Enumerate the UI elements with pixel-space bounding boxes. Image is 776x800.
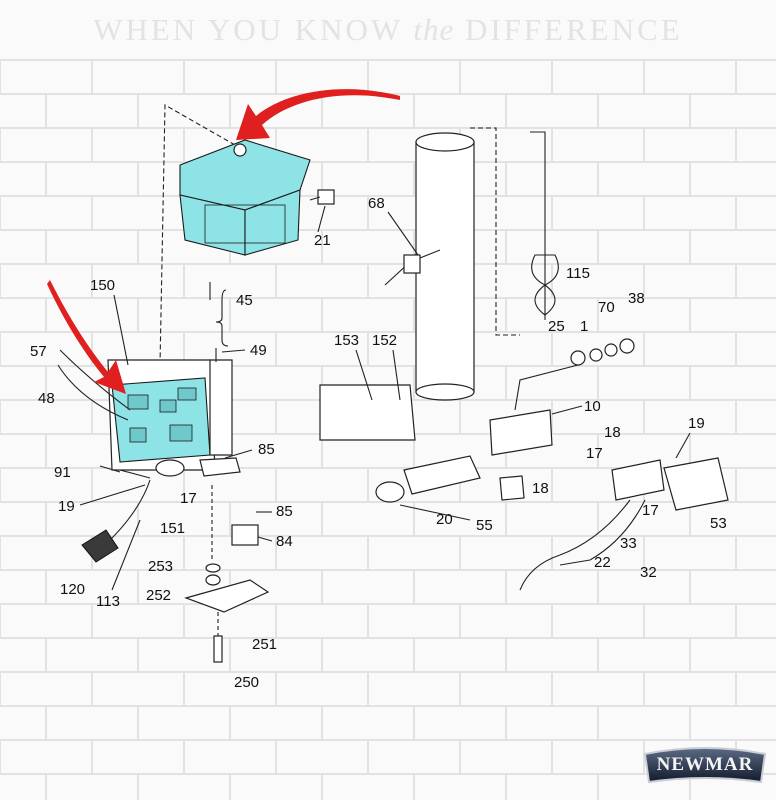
callout-18-lower: 18 xyxy=(532,480,549,497)
callout-85-lower: 85 xyxy=(276,503,293,520)
callout-19-right: 19 xyxy=(688,415,705,432)
callout-84: 84 xyxy=(276,533,293,550)
callout-48: 48 xyxy=(38,390,55,407)
switch-part[interactable] xyxy=(199,457,241,477)
callout-70: 70 xyxy=(598,299,615,316)
callout-10: 10 xyxy=(584,398,601,415)
callout-1: 1 xyxy=(580,318,588,335)
fitting-1[interactable] xyxy=(589,348,603,362)
callout-91: 91 xyxy=(54,464,71,481)
callout-253: 253 xyxy=(148,558,173,575)
callout-113: 113 xyxy=(96,593,120,610)
burner-cover-53[interactable] xyxy=(663,457,729,511)
callout-53: 53 xyxy=(710,515,727,532)
callout-17-right: 17 xyxy=(586,445,603,462)
callout-38: 38 xyxy=(628,290,645,307)
bolt-part[interactable] xyxy=(213,635,223,663)
grommet-part[interactable] xyxy=(155,459,185,477)
callout-252: 252 xyxy=(146,587,171,604)
bracket-55[interactable] xyxy=(499,475,525,501)
callout-32: 32 xyxy=(640,564,657,581)
fitting-38[interactable] xyxy=(619,338,635,354)
bottom-bracket[interactable] xyxy=(184,579,270,613)
wire-lead xyxy=(59,349,131,411)
callout-85: 85 xyxy=(258,441,275,458)
power-plug[interactable] xyxy=(81,529,119,563)
callout-250: 250 xyxy=(234,674,259,691)
control-circuit-board[interactable] xyxy=(111,377,211,463)
callout-57: 57 xyxy=(30,343,47,360)
main-gas-valve[interactable] xyxy=(489,409,553,456)
callout-115: 115 xyxy=(566,265,590,282)
water-heater-tank[interactable] xyxy=(415,132,475,401)
relay-part[interactable] xyxy=(231,524,259,546)
logo-text: NEWMAR xyxy=(656,754,754,775)
mounting-bracket xyxy=(209,359,233,456)
slogan-part-1: WHEN YOU KNOW xyxy=(93,12,414,47)
callout-33: 33 xyxy=(620,535,637,552)
callout-19: 19 xyxy=(58,498,75,515)
red-arrow-board xyxy=(47,280,126,394)
cover-dashed-leader xyxy=(159,104,236,366)
thermostat-probe[interactable] xyxy=(403,254,421,274)
callout-25: 25 xyxy=(548,318,565,335)
callout-120: 120 xyxy=(60,581,85,598)
control-board-cover[interactable] xyxy=(179,139,311,256)
callout-55: 55 xyxy=(476,517,493,534)
callout-22: 22 xyxy=(594,554,611,571)
anode-rod[interactable] xyxy=(530,131,546,320)
nut-part[interactable] xyxy=(205,574,221,586)
screw-part[interactable] xyxy=(309,189,335,205)
callout-152: 152 xyxy=(372,332,397,349)
slogan-part-2: DIFFERENCE xyxy=(454,12,683,47)
callout-151: 151 xyxy=(160,520,185,537)
burner-mount[interactable] xyxy=(611,459,665,501)
callout-17: 17 xyxy=(180,490,197,507)
washer-part[interactable] xyxy=(205,563,221,573)
callout-153: 153 xyxy=(334,332,359,349)
slogan-banner: WHEN YOU KNOW the DIFFERENCE xyxy=(0,12,776,48)
burner-bracket[interactable] xyxy=(319,384,416,441)
callout-45: 45 xyxy=(236,292,253,309)
newmar-logo: NEWMAR xyxy=(641,744,769,788)
callout-68: 68 xyxy=(368,195,385,212)
callout-251: 251 xyxy=(252,636,277,653)
callout-49: 49 xyxy=(250,342,267,359)
callout-17-far: 17 xyxy=(642,502,659,519)
callout-18: 18 xyxy=(604,424,621,441)
gas-valve-20[interactable] xyxy=(403,455,481,495)
slogan-italic-word: the xyxy=(413,12,455,47)
red-arrow-cover xyxy=(236,89,400,140)
fitting-70[interactable] xyxy=(604,343,618,357)
fitting-25[interactable] xyxy=(570,350,586,366)
thermocouple-line xyxy=(519,499,631,591)
callout-150: 150 xyxy=(90,277,115,294)
callout-21: 21 xyxy=(314,232,331,249)
